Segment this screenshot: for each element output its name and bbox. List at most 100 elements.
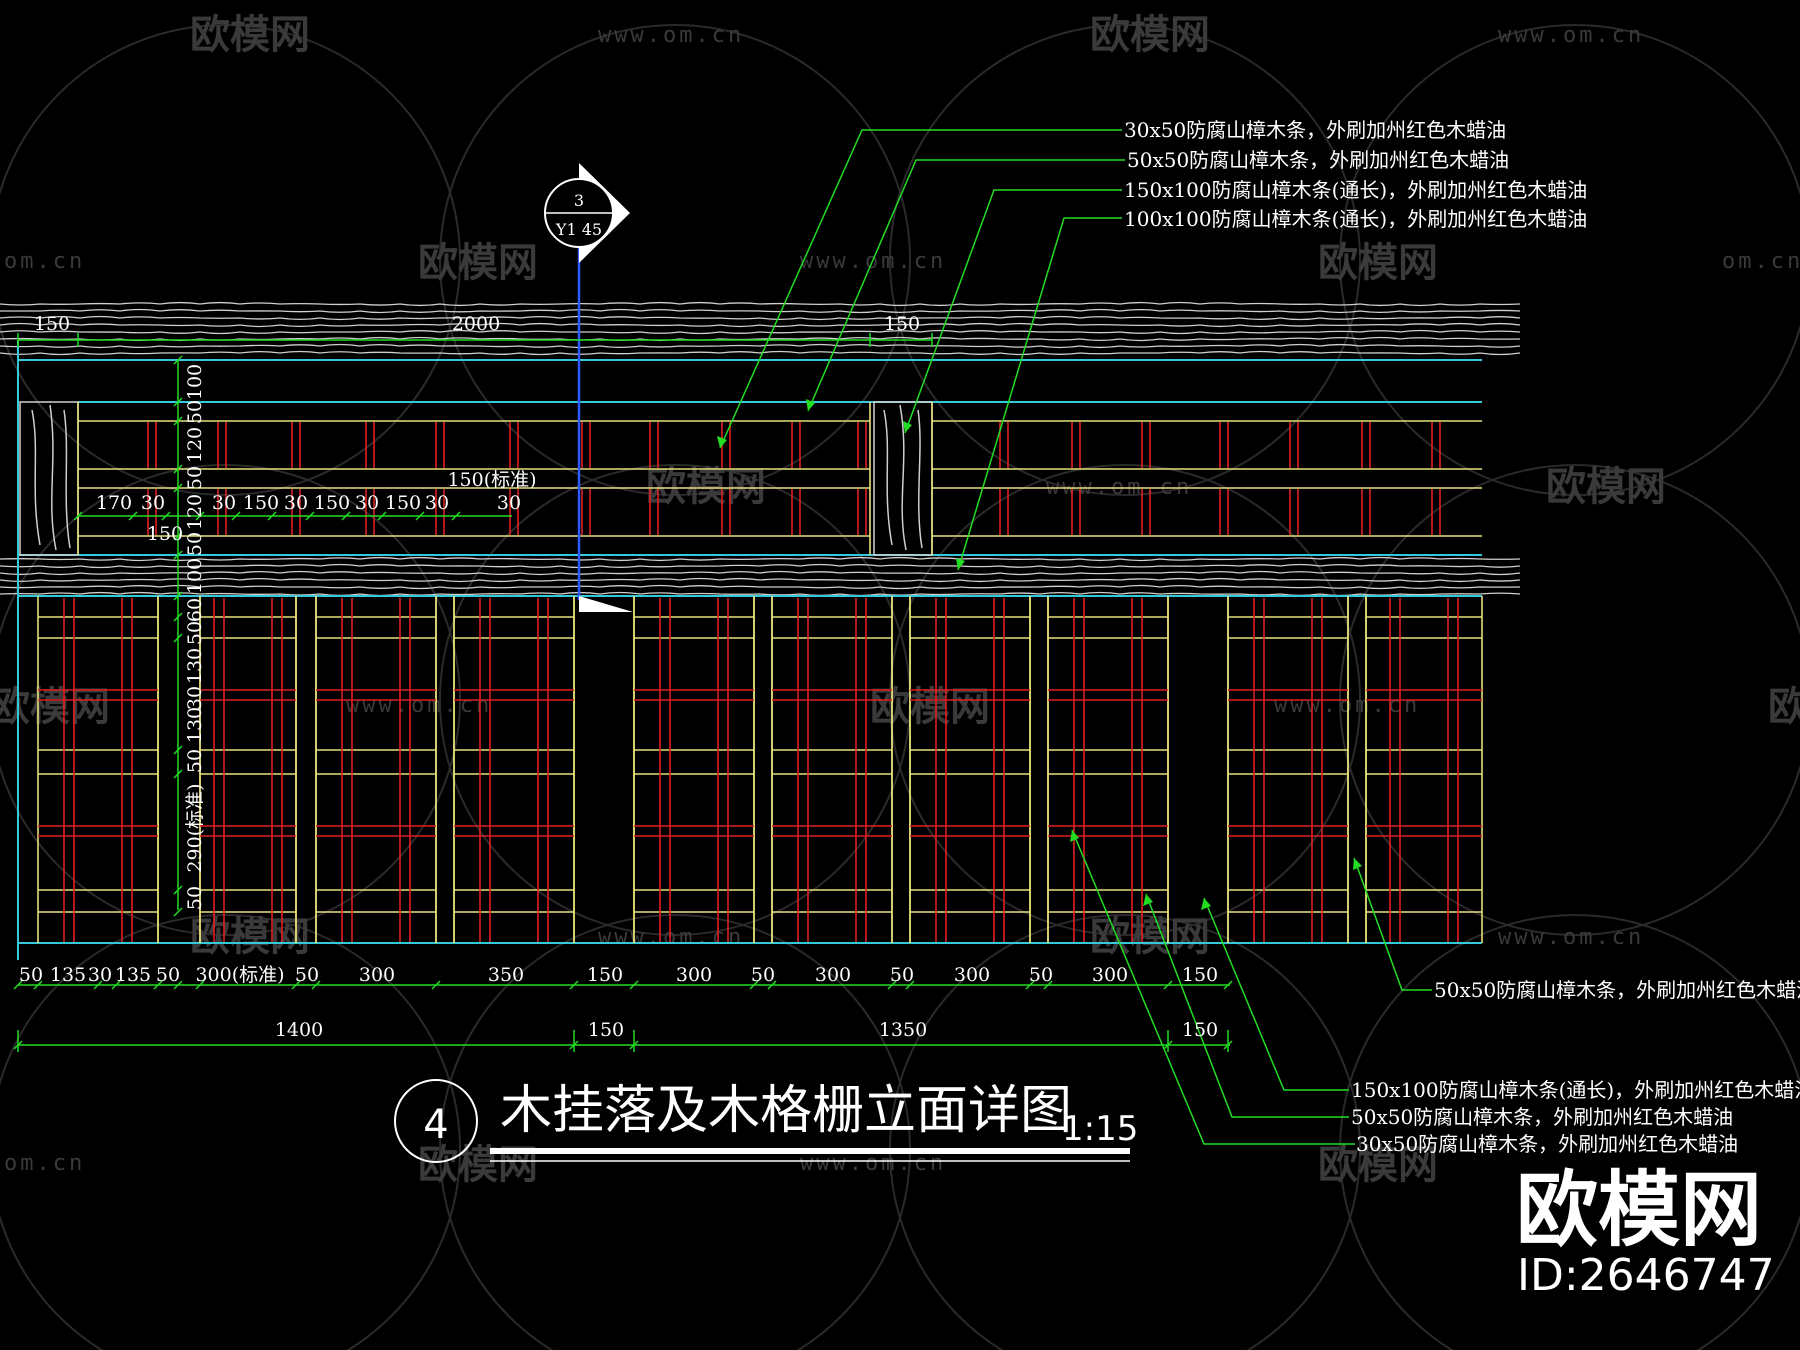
dim-upper: 170 <box>96 492 132 514</box>
dim-tick <box>377 511 387 521</box>
dim-vertical: 100 <box>184 558 206 594</box>
dimension-ticks <box>13 355 1233 1052</box>
dim-vertical: 120 <box>184 494 206 530</box>
watermark-url: om.cn <box>4 249 85 274</box>
dim-tick <box>341 511 351 521</box>
watermark-logo: 欧模网 <box>418 240 538 286</box>
section-marker: 3 Y1 45 <box>544 163 633 612</box>
dim-bottom: 150 <box>587 964 623 986</box>
lower-lattice-frame <box>37 596 1483 943</box>
note-30x50: 30x50防腐山樟木条，外刷加州红色木蜡油 <box>1124 118 1506 142</box>
dimension-texts-vertical: 100 50 120 50 120 50 100 60 50 130 30 13… <box>184 364 206 910</box>
grain-line <box>0 591 1521 597</box>
brand-id: ID:2646747 <box>1517 1250 1775 1301</box>
dimension-texts-bottom-row1: 50 135 30 135 50 300(标准) 50 300 350 150 … <box>19 964 1218 986</box>
dim-bottom: 50 <box>156 964 180 986</box>
watermark-texts: 欧模网 www.om.cn 欧模网 www.om.cn om.cn 欧模网 ww… <box>0 12 1800 1188</box>
watermark-logo: 欧模网 <box>1768 684 1800 730</box>
grain-line <box>0 329 1521 335</box>
watermark-logo: 欧模网 <box>1546 464 1666 510</box>
drawing-title: 木挂落及木格栅立面详图 <box>500 1081 1072 1141</box>
note-50x50: 50x50防腐山樟木条，外刷加州红色木蜡油 <box>1127 148 1509 172</box>
dim-bottom-total: 150 <box>1182 1019 1218 1041</box>
dim-bottom-total: 1400 <box>275 1019 323 1041</box>
dim-tick <box>1025 980 1035 990</box>
dim-tick <box>93 980 103 990</box>
section-arrow-bottom <box>579 596 633 612</box>
dim-bottom-total: 1350 <box>879 1019 927 1041</box>
grain-line <box>0 577 1521 583</box>
dim-bottom: 50 <box>19 964 43 986</box>
dim-bottom: 135 <box>50 964 86 986</box>
dim-standard-upper: 150(标准) <box>447 469 536 491</box>
drawing-number-circle <box>394 1079 478 1163</box>
dim-bottom: 50 <box>1029 964 1053 986</box>
watermark-logo: 欧模网 <box>0 684 110 730</box>
dim-upper: 30 <box>355 492 379 514</box>
dim-vertical: 50 <box>184 466 206 490</box>
watermark-url: www.om.cn <box>1498 925 1644 950</box>
dim-upper: 150 <box>385 492 421 514</box>
note-150x100-lower: 150x100防腐山樟木条(通长)，外刷加州红色木蜡油 <box>1351 1078 1800 1102</box>
note-50x50-lower: 50x50防腐山樟木条，外刷加州红色木蜡油 <box>1434 978 1800 1002</box>
dim-vertical: 50 <box>184 532 206 556</box>
dim-vertical: 50 <box>184 749 206 773</box>
dim-tick <box>311 980 321 990</box>
dim-tick <box>173 483 183 493</box>
dim-tick <box>905 980 915 990</box>
dim-tick <box>887 980 897 990</box>
watermark-url: www.om.cn <box>1498 23 1644 48</box>
dim-vertical: 60 <box>184 598 206 622</box>
drawing-number: 4 <box>423 1102 448 1148</box>
grain-line <box>0 570 1521 576</box>
brand-logo: 欧模网 <box>1516 1163 1762 1258</box>
dim-tick <box>173 397 183 407</box>
grain-line <box>0 350 1521 356</box>
dim-vertical: 50 <box>184 400 206 424</box>
grain-line <box>0 308 1521 314</box>
dim-tick <box>749 980 759 990</box>
watermark-url: om.cn <box>4 1151 85 1176</box>
dim-top: 150 <box>884 313 920 335</box>
dim-bottom: 300 <box>676 964 712 986</box>
dim-upper: 30 <box>425 492 449 514</box>
dim-tick <box>267 511 277 521</box>
dim-bottom: 50 <box>890 964 914 986</box>
dim-tick <box>173 355 183 365</box>
note-100x100: 100x100防腐山樟木条(通长)，外刷加州红色木蜡油 <box>1124 207 1587 231</box>
note-50x50-lower-b: 50x50防腐山樟木条，外刷加州红色木蜡油 <box>1351 1105 1733 1129</box>
dim-tick <box>111 980 121 990</box>
dim-bottom: 150 <box>1182 964 1218 986</box>
dimension-texts-bottom-row2: 1400 150 1350 150 <box>275 1019 1218 1041</box>
material-notes-lower: 50x50防腐山樟木条，外刷加州红色木蜡油 150x100防腐山樟木条(通长)，… <box>1351 978 1800 1156</box>
dim-bottom: 300 <box>1092 964 1128 986</box>
dim-tick <box>173 769 183 779</box>
dimension-lines <box>17 333 1230 1046</box>
watermark-logo: 欧模网 <box>1318 240 1438 286</box>
dim-tick <box>173 745 183 755</box>
dim-tick <box>629 980 639 990</box>
leader-arrowheads <box>717 399 1362 910</box>
section-sheet: Y1 45 <box>555 220 602 239</box>
dim-vertical: 100 <box>184 364 206 400</box>
beam-outlines <box>17 340 1482 960</box>
dim-upper: 150 <box>314 492 350 514</box>
section-number: 3 <box>574 191 584 210</box>
watermark-logo: 欧模网 <box>870 684 990 730</box>
watermark-logo: 欧模网 <box>1090 12 1210 58</box>
dim-bottom: 300 <box>359 964 395 986</box>
watermark-logo: 欧模网 <box>190 12 310 58</box>
dim-tick <box>291 980 301 990</box>
dim-vertical: 290(标准) <box>184 783 206 872</box>
dim-tick <box>173 550 183 560</box>
watermark-logo: 欧模网 <box>1318 1142 1438 1188</box>
dim-vertical: 130 <box>184 648 206 684</box>
dim-upper: 30 <box>497 492 521 514</box>
wood-grain-hatch <box>0 301 1521 597</box>
dim-tick <box>173 885 183 895</box>
dim-tick <box>33 980 43 990</box>
dim-bottom: 300(标准) <box>195 964 284 986</box>
note-150x100: 150x100防腐山樟木条(通长)，外刷加州红色木蜡油 <box>1124 178 1587 202</box>
grain-line <box>0 315 1521 321</box>
